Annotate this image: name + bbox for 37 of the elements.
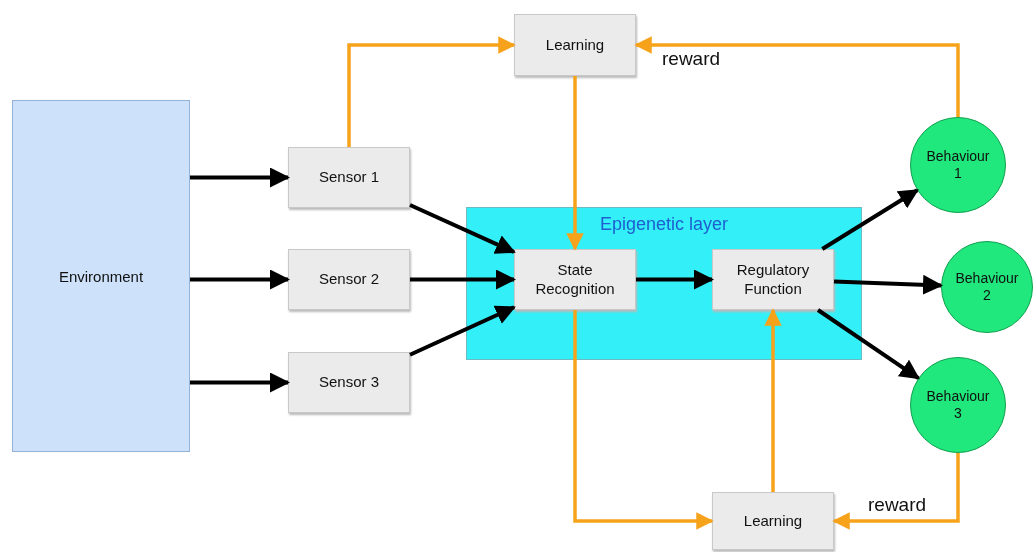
arrow: [816, 308, 920, 380]
region-title: Epigenetic layer: [599, 214, 729, 235]
process-box: [288, 249, 410, 310]
node-label: Sensor 1: [318, 168, 379, 187]
arrow: [347, 36, 516, 147]
process-box: [712, 249, 834, 310]
process-box: [288, 352, 410, 413]
process-box: [712, 492, 834, 550]
node-label: Behaviour 3: [925, 388, 991, 422]
node-label: State Recognition: [534, 260, 616, 299]
node-label: Sensor 2: [318, 270, 379, 289]
node-label: Behaviour 1: [925, 148, 991, 182]
environment-box: [12, 100, 190, 452]
arrow: [190, 167, 290, 188]
arrow: [190, 372, 290, 393]
process-box: [514, 14, 636, 76]
arrow: [634, 36, 960, 117]
layer-region: [466, 207, 862, 360]
arrow: [764, 308, 782, 492]
arrow: [410, 269, 516, 290]
node-label: Learning: [545, 35, 605, 55]
node-label: Behaviour 2: [954, 270, 1020, 304]
node-label: Sensor 3: [318, 373, 379, 392]
arrow: [832, 453, 960, 530]
arrow: [821, 188, 919, 251]
node-label: Environment: [58, 267, 144, 285]
arrow: [409, 305, 516, 357]
arrow: [573, 310, 714, 530]
node-label: Regulatory Function: [735, 260, 811, 299]
process-box: [288, 147, 410, 208]
arrow: [636, 269, 714, 290]
arrow: [190, 269, 290, 290]
arrow: [833, 274, 943, 295]
arrow: [409, 203, 516, 254]
process-box: [514, 249, 636, 310]
node-label: Learning: [743, 511, 803, 531]
arrow: [566, 76, 584, 251]
